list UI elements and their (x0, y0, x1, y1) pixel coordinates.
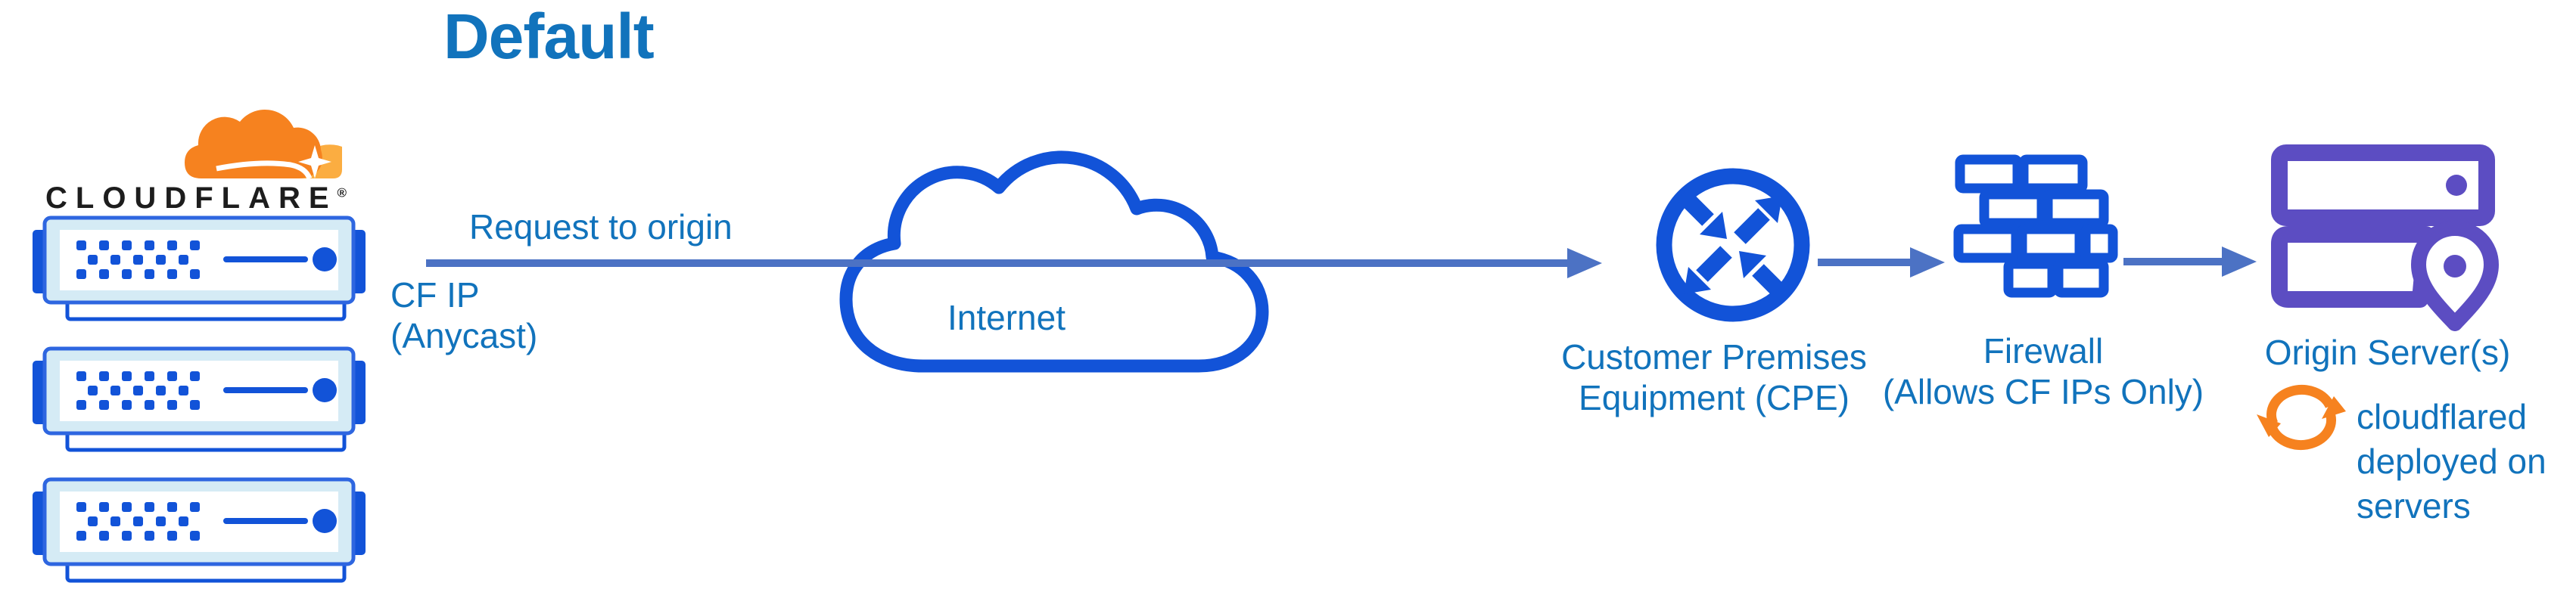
cloudflare-wordmark: CLOUDFLARE® (45, 183, 347, 213)
server-led-dots (76, 240, 200, 279)
firewall-brick-icon (1953, 154, 2118, 298)
firewall-to-origin-arrow (2123, 258, 2223, 265)
cloudflare-cloud-logo-icon (185, 109, 342, 180)
cpe-label-line1: Customer Premises (1561, 337, 1867, 377)
origin-servers-label: Origin Server(s) (2264, 333, 2511, 372)
cloudflare-wordmark-text: CLOUDFLARE (45, 181, 338, 215)
firewall-label: Firewall (Allows CF IPs Only) (1862, 331, 2225, 413)
cf-ip-line2: (Anycast) (390, 315, 538, 355)
firewall-label-line1: Firewall (1983, 331, 2104, 371)
sync-arrows-icon (2257, 385, 2346, 450)
cpe-label-line2: Equipment (CPE) (1579, 377, 1850, 417)
edge-server-icon (33, 216, 366, 321)
page-title: Default (443, 1, 655, 72)
cf-ip-line1: CF IP (390, 275, 480, 315)
edge-server-icon (33, 477, 366, 583)
request-to-origin-label: Request to origin (469, 207, 733, 247)
cloudflared-note: cloudflared deployed on servers (2357, 397, 2546, 526)
cpe-router-icon (1656, 168, 1810, 322)
cpe-to-firewall-arrow (1818, 259, 1912, 266)
firewall-label-line2: (Allows CF IPs Only) (1882, 371, 2204, 411)
cf-ip-anycast-label: CF IP (Anycast) (390, 275, 572, 357)
origin-server-stack-icon (2271, 144, 2499, 331)
registered-trademark: ® (337, 185, 347, 200)
edge-server-icon (33, 346, 366, 452)
request-arrow (426, 259, 1569, 267)
cpe-label: Customer Premises Equipment (CPE) (1544, 337, 1884, 419)
internet-label: Internet (947, 298, 1066, 337)
